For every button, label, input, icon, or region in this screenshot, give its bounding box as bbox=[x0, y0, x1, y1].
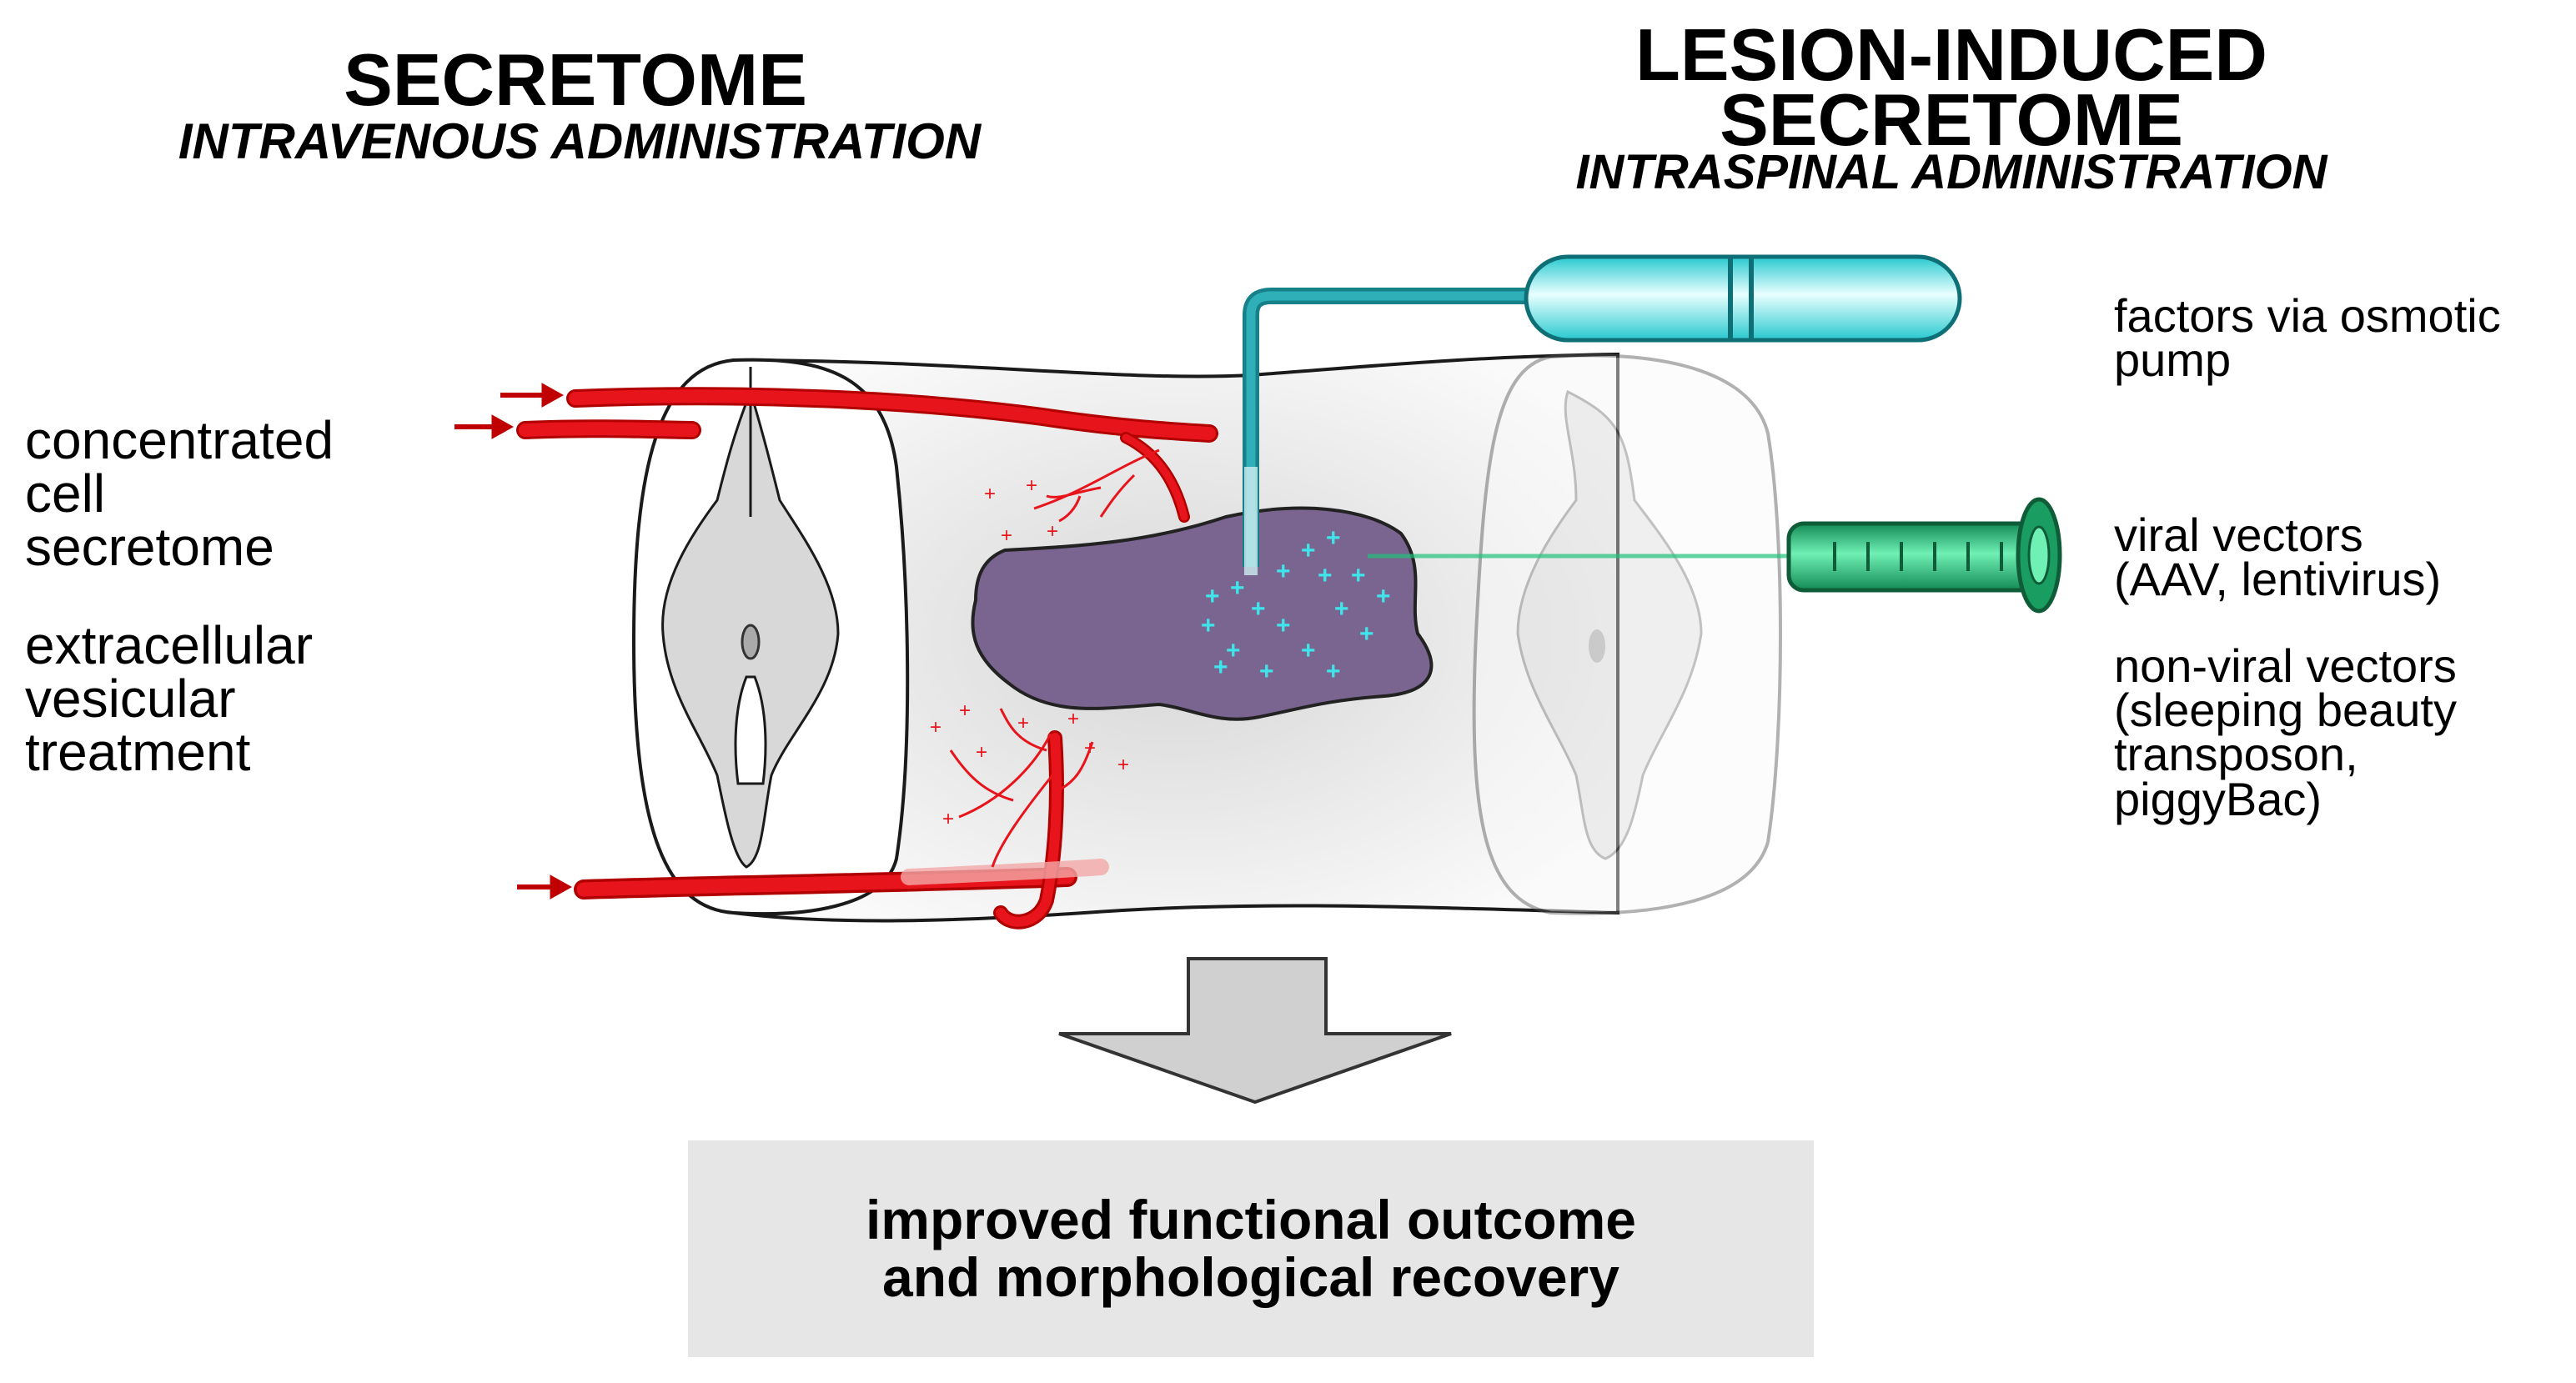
svg-text:+: + bbox=[1326, 524, 1341, 552]
label-line: transposon, bbox=[2114, 728, 2358, 781]
label-line: vesicular bbox=[25, 669, 236, 729]
capillary-plus-signs: +++ +++ +++ +++ bbox=[930, 474, 1129, 830]
label-line: extracellular bbox=[25, 615, 314, 675]
svg-text:+: + bbox=[984, 483, 996, 505]
secretome-label: concentrated cell secretome bbox=[25, 413, 334, 574]
label-line: cell bbox=[25, 464, 106, 524]
svg-text:+: + bbox=[1301, 537, 1316, 564]
right-title-line1: LESION-INDUCED bbox=[1635, 13, 2267, 96]
svg-text:+: + bbox=[1001, 524, 1012, 547]
svg-text:+: + bbox=[959, 699, 971, 722]
secreted-factor-particles: +++ +++ +++ +++ +++ +++ bbox=[1201, 524, 1391, 685]
svg-text:+: + bbox=[1276, 558, 1291, 585]
outcome-box: improved functional outcome and morpholo… bbox=[688, 1140, 1814, 1357]
svg-text:+: + bbox=[1230, 574, 1245, 602]
svg-text:+: + bbox=[1334, 595, 1349, 623]
pump-label: factors via osmotic pump bbox=[2114, 289, 2501, 387]
label-line: concentrated bbox=[25, 410, 334, 470]
capillaries bbox=[949, 448, 1160, 868]
label-line: piggyBac) bbox=[2114, 772, 2322, 825]
svg-text:+: + bbox=[1359, 620, 1374, 648]
svg-text:+: + bbox=[1205, 583, 1220, 610]
outcome-line2: and morphological recovery bbox=[882, 1246, 1619, 1308]
svg-text:+: + bbox=[1276, 612, 1291, 639]
left-cord-cross-section bbox=[631, 358, 910, 916]
svg-text:+: + bbox=[1213, 654, 1228, 681]
svg-text:+: + bbox=[1026, 474, 1037, 497]
svg-text:+: + bbox=[1326, 658, 1341, 685]
viral-vectors-label: viral vectors (AAV, lentivirus) bbox=[2114, 509, 2442, 606]
non-viral-vectors-label: non-viral vectors (sleeping beauty trans… bbox=[2114, 639, 2457, 825]
svg-text:+: + bbox=[942, 808, 954, 830]
svg-text:+: + bbox=[930, 716, 942, 739]
svg-text:+: + bbox=[976, 741, 987, 764]
lesion-area bbox=[971, 506, 1434, 721]
right-subtitle: INTRASPINAL ADMINISTRATION bbox=[1575, 145, 2327, 199]
svg-text:+: + bbox=[1301, 637, 1316, 664]
label-line: treatment bbox=[25, 722, 251, 782]
outcome-line1: improved functional outcome bbox=[865, 1188, 1637, 1250]
svg-text:+: + bbox=[1201, 612, 1216, 639]
svg-text:+: + bbox=[1251, 595, 1266, 623]
vesicular-label: extracellular vesicular treatment bbox=[25, 619, 313, 779]
label-line: pump bbox=[2114, 333, 2232, 387]
svg-text:+: + bbox=[1117, 754, 1129, 776]
svg-text:+: + bbox=[1259, 658, 1274, 685]
label-line: viral vectors bbox=[2114, 509, 2363, 561]
label-line: non-viral vectors bbox=[2114, 639, 2457, 692]
svg-text:+: + bbox=[1017, 712, 1029, 734]
svg-text:+: + bbox=[1318, 562, 1333, 589]
label-line: (AAV, lentivirus) bbox=[2114, 553, 2442, 606]
label-line: factors via osmotic bbox=[2114, 289, 2501, 342]
left-subtitle: INTRAVENOUS ADMINISTRATION bbox=[178, 113, 982, 169]
syringe bbox=[1368, 497, 2062, 614]
outcome-arrow bbox=[1058, 957, 1452, 1105]
osmotic-pump bbox=[1243, 254, 1962, 575]
right-title-line2: SECRETOME bbox=[1720, 78, 2183, 161]
inflow-arrows bbox=[454, 383, 573, 899]
label-line: secretome bbox=[25, 517, 274, 577]
blood-vessels bbox=[516, 387, 1218, 930]
svg-text:+: + bbox=[1067, 708, 1079, 730]
svg-text:+: + bbox=[1226, 637, 1241, 664]
svg-text:+: + bbox=[1084, 737, 1096, 759]
svg-text:+: + bbox=[1376, 583, 1391, 610]
right-cord-cross-section bbox=[1472, 353, 1782, 915]
left-title: SECRETOME bbox=[344, 38, 807, 121]
svg-text:+: + bbox=[1351, 562, 1366, 589]
svg-text:+: + bbox=[1047, 520, 1058, 543]
label-line: (sleeping beauty bbox=[2114, 684, 2457, 737]
